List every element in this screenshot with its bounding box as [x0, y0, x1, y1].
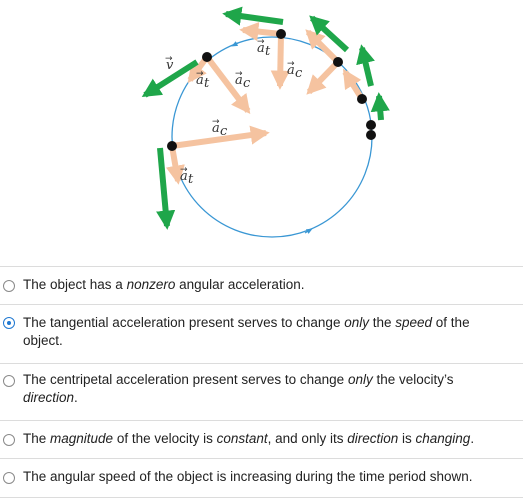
option-text-run: speed	[395, 315, 433, 330]
radio-button[interactable]	[3, 434, 15, 446]
svg-text:c: c	[295, 66, 303, 81]
svg-text:c: c	[220, 124, 228, 139]
option-text-run: The centripetal acceleration present ser…	[23, 372, 348, 387]
option-nonzero-angular-acceleration[interactable]: The object has a nonzero angular acceler…	[0, 266, 523, 304]
option-angular-speed-increasing[interactable]: The angular speed of the object is incre…	[0, 458, 523, 498]
particle-position-5	[357, 94, 367, 104]
velocity-arrow-upperright	[309, 15, 350, 53]
svg-text:a: a	[287, 63, 295, 78]
option-text-run: direction	[23, 390, 75, 405]
option-text-run: The angular speed of the object is incre…	[23, 469, 473, 484]
option-text: The tangential acceleration present serv…	[23, 314, 503, 350]
svg-text:→: →	[257, 37, 265, 47]
option-text-run: is	[398, 431, 416, 446]
option-text-run: The tangential acceleration present serv…	[23, 315, 345, 330]
option-text-run: .	[470, 431, 475, 446]
particle-position-6	[366, 120, 376, 130]
label-at-left: → a t	[180, 165, 194, 187]
option-text-run: of the velocity is	[113, 431, 217, 446]
velocity-arrow-upperleft	[141, 59, 199, 98]
direction-marker-top	[231, 41, 239, 47]
svg-text:t: t	[188, 172, 194, 187]
option-text: The angular speed of the object is incre…	[23, 468, 503, 486]
circular-motion-diagram: → v → a t → a c → a t → a c → a c → a t	[141, 6, 390, 238]
radio-button-selected[interactable]	[3, 317, 15, 329]
centripetal-arrow-upperright	[306, 59, 341, 95]
option-text-run: magnitude	[50, 431, 114, 446]
svg-text:→: →	[212, 117, 220, 127]
label-at-upperleft: → a t	[196, 69, 210, 91]
option-text: The centripetal acceleration present ser…	[23, 371, 503, 407]
svg-text:→: →	[196, 69, 204, 79]
label-at-top: → a t	[257, 37, 271, 59]
option-tangential-changes-speed[interactable]: The tangential acceleration present serv…	[0, 304, 523, 363]
velocity-arrow-lowerright	[370, 92, 390, 121]
tangential-arrow-top	[239, 22, 282, 42]
label-ac-top: → a c	[287, 59, 303, 81]
svg-text:→: →	[180, 165, 188, 175]
particle-position-3	[276, 29, 286, 39]
svg-text:a: a	[212, 121, 220, 136]
tangential-arrow-right	[342, 68, 365, 101]
svg-text:a: a	[180, 169, 188, 184]
velocity-arrow-right	[356, 44, 375, 87]
option-text-run: the	[368, 315, 396, 330]
option-text-run: , and only its	[267, 431, 348, 446]
radio-button[interactable]	[3, 472, 15, 484]
option-text-run: the velocity’s	[372, 372, 454, 387]
velocity-arrow-left	[156, 147, 176, 230]
particle-position-7	[366, 130, 376, 140]
particle-position-2	[202, 52, 212, 62]
option-text-run: direction	[347, 431, 399, 446]
option-text-run: only	[347, 372, 373, 387]
option-text-run: of the object.	[23, 315, 470, 348]
option-text-run: The	[23, 431, 51, 446]
centripetal-arrow-top	[270, 33, 290, 90]
option-text: The magnitude of the velocity is constan…	[23, 430, 503, 448]
svg-text:a: a	[196, 73, 204, 88]
svg-text:→: →	[287, 59, 295, 69]
svg-text:a: a	[257, 41, 265, 56]
svg-text:t: t	[265, 44, 271, 59]
svg-text:→: →	[165, 54, 173, 64]
particle-position-1	[167, 141, 177, 151]
centripetal-arrow-left	[171, 125, 270, 149]
option-constant-magnitude[interactable]: The magnitude of the velocity is constan…	[0, 420, 523, 458]
radio-button[interactable]	[3, 375, 15, 387]
particle-position-4	[333, 57, 343, 67]
svg-text:a: a	[235, 73, 243, 88]
svg-text:t: t	[204, 76, 210, 91]
option-text-run: .	[74, 390, 78, 405]
tangential-arrow-left	[165, 145, 185, 185]
option-text-run: nonzero	[126, 277, 176, 292]
option-text: The object has a nonzero angular acceler…	[23, 276, 503, 294]
svg-text:c: c	[243, 76, 251, 91]
velocity-arrow-top	[222, 6, 284, 26]
direction-marker-bottom	[304, 228, 313, 234]
centripetal-arrow-upperleft	[204, 55, 251, 115]
tangential-arrow-upperright	[305, 29, 341, 65]
option-text-run: changing	[415, 431, 471, 446]
label-ac-upperleft: → a c	[235, 69, 251, 91]
svg-text:v: v	[166, 58, 174, 73]
label-ac-left: → a c	[212, 117, 228, 139]
label-v-vector: → v	[165, 54, 174, 73]
svg-text:→: →	[235, 69, 243, 79]
option-text-run: constant	[216, 431, 268, 446]
option-text-run: angular acceleration.	[175, 277, 305, 292]
option-centripetal-changes-direction[interactable]: The centripetal acceleration present ser…	[0, 363, 523, 420]
option-text-run: only	[344, 315, 369, 330]
option-text-run: The object has a	[23, 277, 127, 292]
radio-button[interactable]	[3, 280, 15, 292]
